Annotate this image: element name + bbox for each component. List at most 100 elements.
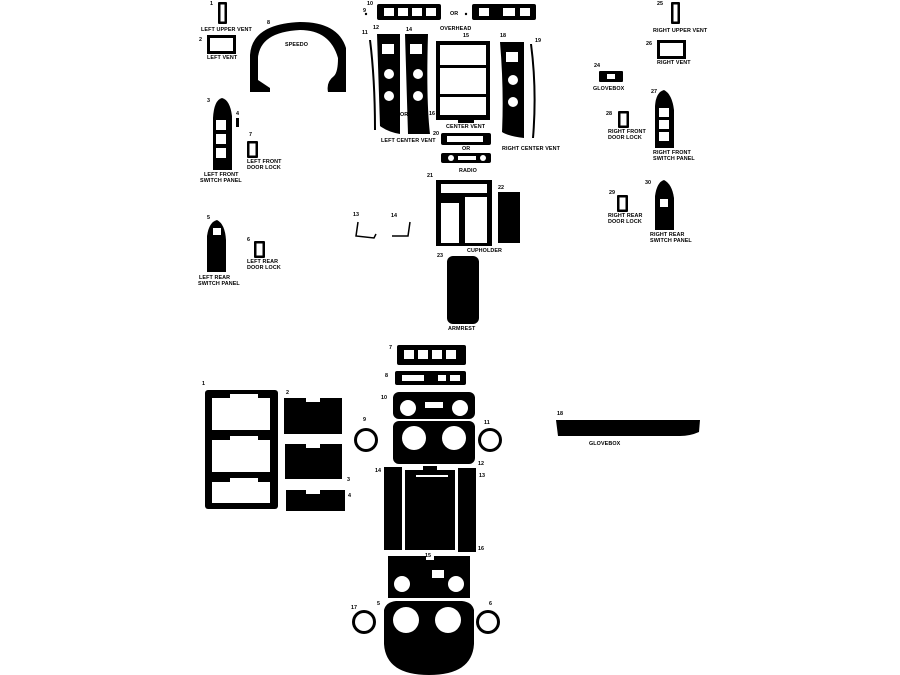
left-front-door-lock-part [247, 141, 258, 158]
label-armrest: ARMREST [448, 326, 476, 332]
part-number: 9 [363, 417, 366, 423]
part-number: 18 [557, 411, 563, 417]
part-number: 10 [367, 1, 373, 7]
bottom-part-2 [284, 398, 342, 434]
part-number: 13 [353, 212, 359, 218]
radio-bezel-a [441, 133, 491, 145]
label-or: OR [400, 112, 409, 118]
label-speedo: SPEEDO [285, 42, 309, 48]
bottom-part-16 [388, 556, 470, 598]
label-right-upper-vent: RIGHT UPPER VENT [653, 28, 708, 34]
bottom-part-15-center [405, 466, 455, 550]
label-left-center-vent: LEFT CENTER VENT [381, 138, 436, 144]
label-right-center-vent: RIGHT CENTER VENT [502, 146, 561, 152]
part-number: 4 [236, 111, 239, 117]
part-number: 30 [645, 180, 651, 186]
part-number: 8 [267, 20, 270, 26]
bottom-part-4 [286, 490, 345, 511]
cupholder-side-part [498, 192, 520, 243]
label-or: OR [462, 146, 471, 152]
center-vent-strip [458, 120, 474, 123]
part-number: 20 [433, 131, 439, 137]
bottom-part-7 [397, 345, 466, 365]
label-right-vent: RIGHT VENT [657, 60, 691, 66]
part-number: 23 [437, 253, 443, 259]
part-number: 3 [207, 98, 210, 104]
part-number: 29 [609, 190, 615, 196]
label-left-rear-door-lock: LEFT REAR [247, 259, 279, 265]
part-number: 11 [484, 420, 490, 426]
bottom-part-1-frame [205, 390, 278, 509]
right-center-trim-strip [530, 44, 536, 138]
part-number: 11 [362, 30, 368, 36]
cupholder-part [436, 180, 492, 246]
label-left-front-door-lock: LEFT FRONT [247, 159, 282, 165]
label-glovebox: GLOVEBOX [593, 86, 625, 92]
small-trim-bracket-14 [392, 221, 411, 237]
bottom-part-3 [285, 444, 342, 479]
part-number: 21 [427, 173, 433, 179]
part-number: 9 [363, 8, 366, 14]
part-number: 1 [210, 1, 213, 7]
label-left-front-switch-panel: SWITCH PANEL [200, 178, 242, 184]
part-number: 14 [375, 468, 381, 474]
right-rear-switch-panel-part [655, 180, 674, 230]
left-rear-door-lock-part [254, 241, 265, 258]
part-number: 25 [657, 1, 663, 7]
label-or: OR [450, 11, 459, 17]
right-center-vent-part [500, 42, 524, 138]
label-right-front-switch-panel: SWITCH PANEL [653, 156, 695, 162]
part-number: 26 [646, 41, 652, 47]
speedo-part [250, 22, 346, 92]
label-right-rear-switch-panel: SWITCH PANEL [650, 238, 692, 244]
part-number: 1 [202, 381, 205, 387]
label-overhead: OVERHEAD [440, 26, 472, 32]
label-left-rear-door-lock: DOOR LOCK [247, 265, 281, 271]
part-number: 12 [373, 25, 379, 31]
part-number: 22 [498, 185, 504, 191]
bottom-part-10 [393, 392, 475, 419]
part-number: 8 [385, 373, 388, 379]
part-number: 16 [429, 111, 435, 117]
label-right-rear-switch-panel: RIGHT REAR [650, 232, 685, 238]
bottom-part-13 [458, 468, 476, 552]
part-number: 2 [199, 37, 202, 43]
part-number: 3 [347, 477, 350, 483]
bottom-part-14 [384, 467, 402, 550]
part-number: 18 [500, 33, 506, 39]
label-left-upper-vent: LEFT UPPER VENT [201, 27, 252, 33]
glovebox-strip-part [556, 420, 700, 436]
label-left-vent: LEFT VENT [207, 55, 238, 61]
part-number: 4 [348, 493, 351, 499]
part-number: 19 [535, 38, 541, 44]
part-number: 24 [594, 63, 600, 69]
left-vent-part [207, 35, 236, 54]
label-glovebox: GLOVEBOX [589, 441, 621, 447]
part-number: 13 [479, 473, 485, 479]
label-left-front-switch-panel: LEFT FRONT [204, 172, 239, 178]
right-front-switch-panel-part [655, 90, 674, 148]
label-left-rear-switch-panel: LEFT REAR [199, 275, 231, 281]
label-radio: RADIO [459, 168, 477, 174]
small-trim-bracket-13 [355, 221, 377, 239]
right-rear-door-lock-part [617, 195, 628, 212]
part-number: 10 [381, 395, 387, 401]
part-number: 27 [651, 89, 657, 95]
label-left-front-door-lock: DOOR LOCK [247, 165, 281, 171]
part-number: 12 [478, 461, 484, 467]
label-left-rear-switch-panel: SWITCH PANEL [198, 281, 240, 287]
overhead-console-part-b [472, 4, 536, 20]
right-upper-vent-part [671, 2, 680, 24]
part-number: 6 [247, 237, 250, 243]
armrest-part [447, 256, 479, 324]
label-right-front-door-lock: RIGHT FRONT [608, 129, 646, 135]
center-vent-part [436, 41, 490, 120]
label-right-rear-door-lock: DOOR LOCK [608, 219, 642, 225]
bottom-part-12 [393, 421, 475, 464]
bottom-part-5 [384, 601, 474, 675]
part-number: 5 [377, 601, 380, 607]
label-center-vent: CENTER VENT [446, 124, 486, 130]
label-right-front-door-lock: DOOR LOCK [608, 135, 642, 141]
part-number: 28 [606, 111, 612, 117]
glovebox-latch-part [599, 71, 623, 82]
